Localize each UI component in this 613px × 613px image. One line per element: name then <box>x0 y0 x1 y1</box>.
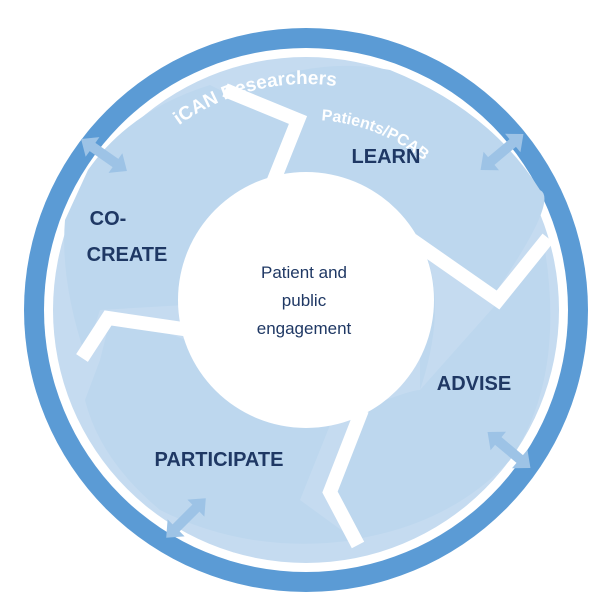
stage-label-cocreate-line1: CO- <box>90 208 127 230</box>
center-label-line3: engagement <box>257 319 352 338</box>
double-arrow-top-left-icon <box>81 137 127 173</box>
stage-label-cocreate-line2: CREATE <box>87 244 168 266</box>
segment-cocreate <box>64 85 290 355</box>
double-arrow-bottom-right-icon <box>487 431 531 469</box>
center-circle <box>178 172 434 428</box>
double-arrow-top-right-icon <box>480 133 524 171</box>
center-label-line1: Patient and <box>261 263 347 282</box>
double-arrow-bottom-left-icon <box>166 498 206 538</box>
stage-label-participate: PARTICIPATE <box>155 449 284 471</box>
stage-label-learn: LEARN <box>352 146 421 168</box>
separator-bottom <box>322 407 369 549</box>
separator-top <box>222 83 308 198</box>
separator-left <box>76 310 192 362</box>
separator-right <box>407 233 554 310</box>
center-label-line2: public <box>282 291 327 310</box>
segment-learn <box>230 65 545 300</box>
stage-label-advise: ADVISE <box>437 373 511 395</box>
segment-participate <box>85 320 355 544</box>
segment-advise <box>330 240 551 540</box>
